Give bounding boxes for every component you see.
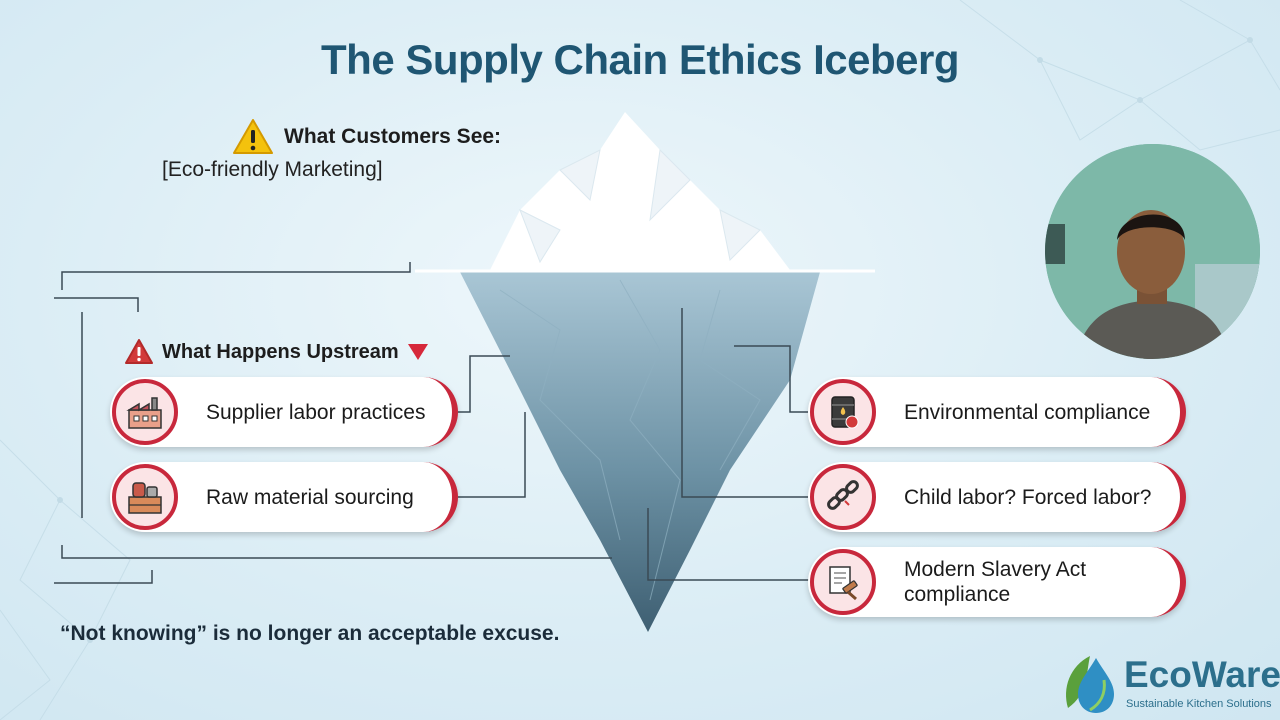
- card-label: Supplier labor practices: [206, 400, 426, 424]
- customers-see-item: [Eco-friendly Marketing]: [162, 158, 383, 181]
- customers-see-label: What Customers See:: [284, 125, 502, 148]
- oil-barrel-icon: [810, 379, 876, 445]
- upstream-label: What Happens Upstream: [162, 340, 399, 363]
- ecoware-logo: EcoWare Sustainable Kitchen Solutions: [1060, 650, 1280, 716]
- page-title: The Supply Chain Ethics Iceberg: [321, 36, 959, 83]
- card-raw-material: Raw material sourcing: [110, 462, 458, 532]
- card-label: Child labor? Forced labor?: [904, 485, 1152, 509]
- customers-see-heading: What Customers See:: [232, 118, 501, 156]
- down-triangle-icon: [407, 344, 428, 360]
- warning-icon: [233, 119, 273, 154]
- closing-quote: “Not knowing” is no longer an acceptable…: [60, 622, 560, 645]
- card-child-labor: Child labor? Forced labor?: [808, 462, 1186, 532]
- upstream-heading: What Happens Upstream: [124, 338, 429, 366]
- card-label: Modern Slavery Act compliance: [904, 558, 1087, 606]
- card-supplier-labor: Supplier labor practices: [110, 377, 458, 447]
- presenter-webcam: [1045, 144, 1260, 359]
- card-modern-slavery: Modern Slavery Act compliance: [808, 547, 1186, 617]
- brand-tagline: Sustainable Kitchen Solutions: [1126, 698, 1272, 710]
- alert-icon: [125, 339, 153, 364]
- card-environmental: Environmental compliance: [808, 377, 1186, 447]
- iceberg-tip: [490, 112, 790, 270]
- leaf-drop-logo-icon: [1066, 656, 1114, 713]
- brand-name: EcoWare: [1124, 654, 1280, 695]
- card-label: Raw material sourcing: [206, 485, 414, 509]
- card-label: Environmental compliance: [904, 400, 1151, 424]
- broken-chain-icon: [810, 464, 876, 530]
- iceberg-underwater: [460, 272, 820, 632]
- factory-icon: [112, 379, 178, 445]
- presenter-video-feed: [1045, 144, 1260, 359]
- raw-materials-icon: [112, 464, 178, 530]
- legal-document-gavel-icon: [810, 549, 876, 615]
